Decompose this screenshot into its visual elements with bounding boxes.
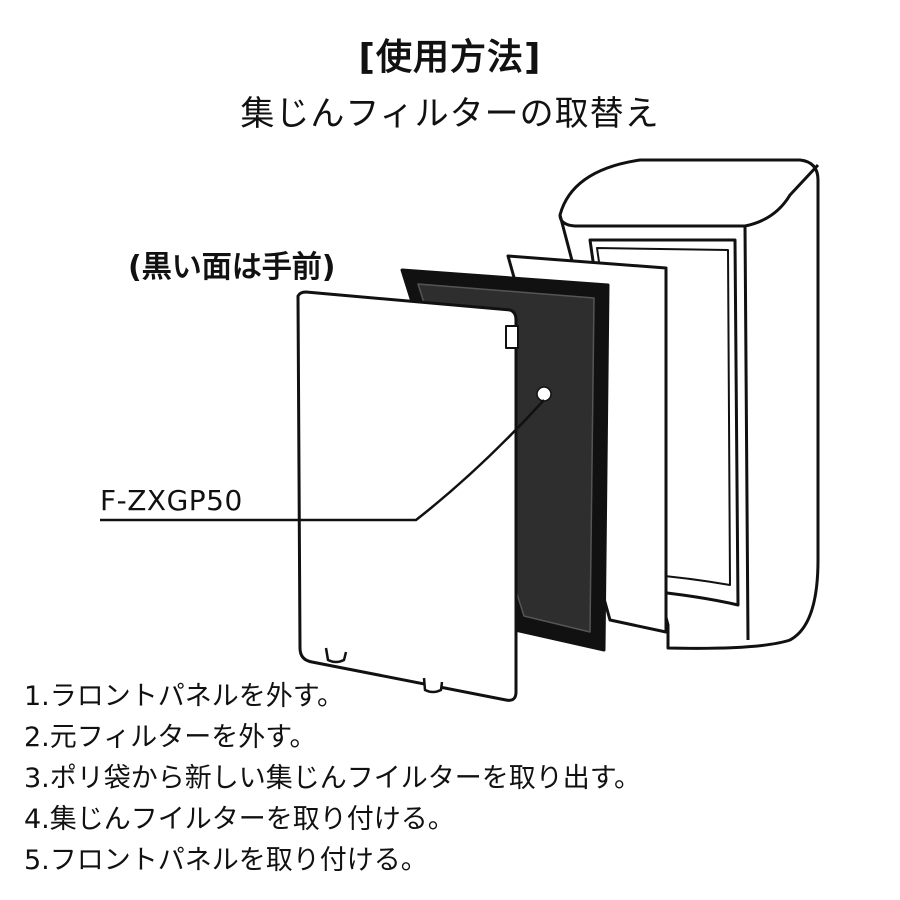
black-side-front-note: (黒い面は手前) [128,250,336,285]
step-item: 2.元フィルターを外す。 [24,722,317,753]
step-item: 3.ポリ袋から新しい集じんフイルターを取り出す。 [24,763,642,794]
step-item: 5.フロントパネルを取り付ける。 [24,845,428,876]
front-panel [296,290,519,702]
instruction-steps: 1.ラロントパネルを外す。 2.元フィルターを外す。 3.ポリ袋から新しい集じん… [24,676,641,881]
page-subtitle: 集じんフィルターの取替え [240,94,660,134]
page-title: [使用方法] [358,37,542,78]
filter-model-label: F-ZXGP50 [100,484,243,517]
step-item: 4.集じんフイルターを取り付ける。 [24,804,455,835]
step-item: 1.ラロントパネルを外す。 [24,681,345,712]
model-leader-line [100,386,552,522]
